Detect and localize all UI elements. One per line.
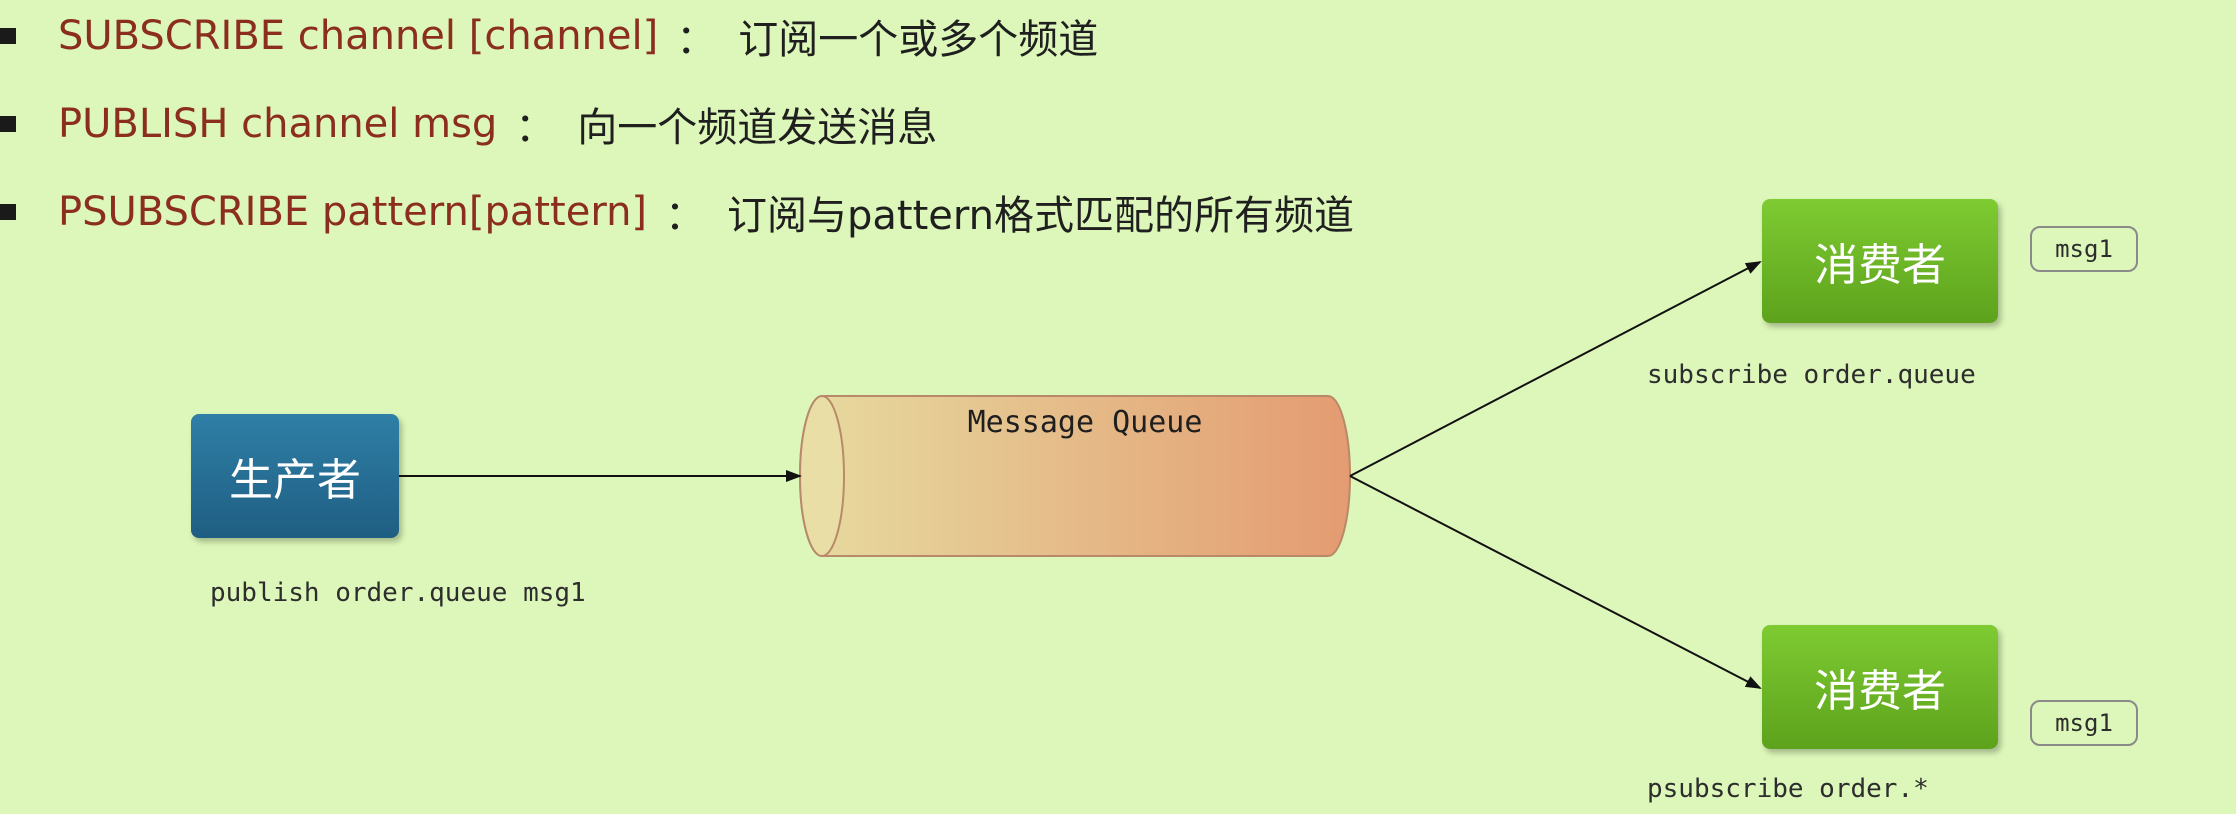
command-description: 向一个频道发送消息 xyxy=(577,105,938,151)
arrow-queue-to-consumer-top xyxy=(1349,261,1762,477)
producer-action-label: publish order.queue msg1 xyxy=(210,578,586,608)
producer-label: 生产者 xyxy=(229,455,361,506)
command-description: 订阅与pattern格式匹配的所有频道 xyxy=(727,193,1355,239)
command-text: PSUBSCRIBE pattern[pattern] xyxy=(58,189,648,235)
separator: ： xyxy=(515,105,556,151)
command-text: SUBSCRIBE channel [channel] xyxy=(58,13,659,59)
message-queue-cylinder xyxy=(799,395,1351,557)
arrow-queue-to-consumer-bottom xyxy=(1349,475,1762,689)
consumer-label: 消费者 xyxy=(1814,666,1946,717)
producer-box: 生产者 xyxy=(191,414,399,538)
command-description: 订阅一个或多个频道 xyxy=(738,17,1099,63)
bullet-square-icon xyxy=(0,204,16,220)
queue-label: Message Queue xyxy=(967,405,1203,440)
consumer-box-top: 消费者 xyxy=(1762,199,1998,323)
consumer-box-bottom: 消费者 xyxy=(1762,625,1998,749)
bullet-psubscribe: PSUBSCRIBE pattern[pattern] ： 订阅与pattern… xyxy=(0,182,1354,242)
message-tag-bottom: msg1 xyxy=(2030,700,2138,746)
command-text: PUBLISH channel msg xyxy=(58,101,498,147)
bullet-publish: PUBLISH channel msg ： 向一个频道发送消息 xyxy=(0,94,937,154)
separator: ： xyxy=(665,193,706,239)
message-tag-top: msg1 xyxy=(2030,226,2138,272)
separator: ： xyxy=(676,17,717,63)
consumer-bottom-action-label: psubscribe order.* xyxy=(1647,774,1929,804)
consumer-top-action-label: subscribe order.queue xyxy=(1647,360,1976,390)
bullet-subscribe: SUBSCRIBE channel [channel] ： 订阅一个或多个频道 xyxy=(0,6,1098,66)
bullet-square-icon xyxy=(0,28,16,44)
bullet-square-icon xyxy=(0,116,16,132)
consumer-label: 消费者 xyxy=(1814,240,1946,291)
